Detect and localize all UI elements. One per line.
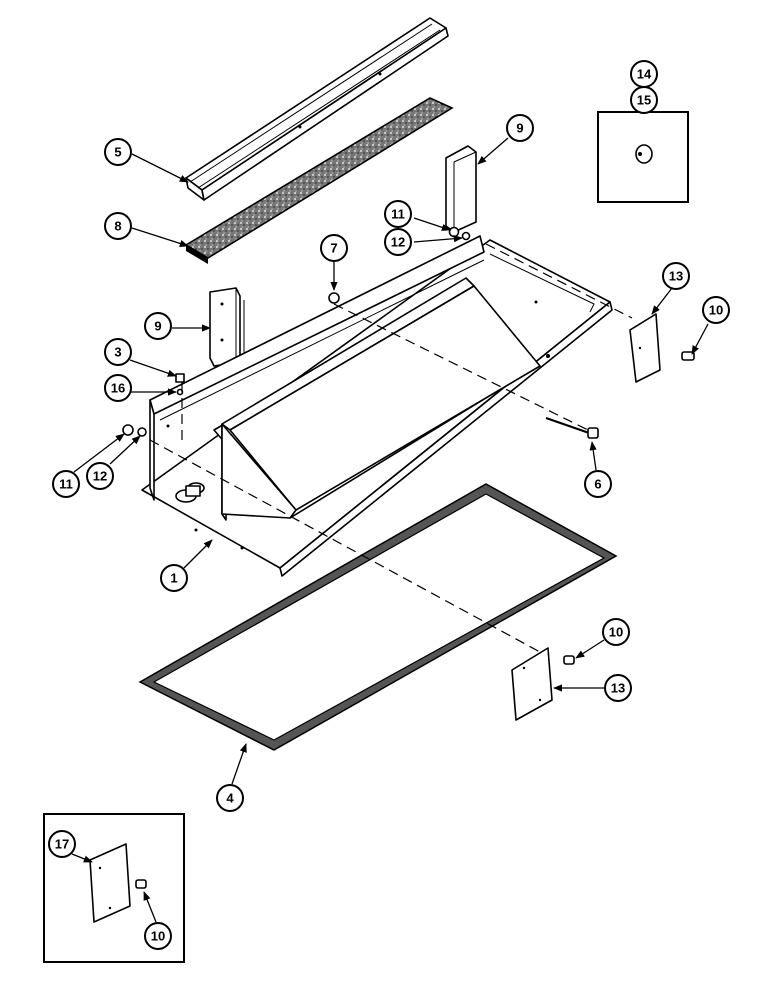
end-plate-upper-part <box>629 313 661 383</box>
svg-text:9: 9 <box>516 121 523 136</box>
svg-text:16: 16 <box>111 381 125 396</box>
callout-6: 6 <box>584 470 612 498</box>
gasket-frame-part <box>138 483 618 751</box>
leader-lines <box>71 137 709 923</box>
end-plate-lower-part <box>511 647 553 721</box>
callout-11-upper: 11 <box>384 200 412 228</box>
svg-text:8: 8 <box>114 219 121 234</box>
callout-8: 8 <box>104 212 132 240</box>
svg-text:10: 10 <box>609 625 623 640</box>
svg-text:12: 12 <box>93 469 107 484</box>
callout-10-inset: 10 <box>144 922 172 950</box>
bracket-right-part <box>445 145 477 233</box>
callout-15: 15 <box>630 86 658 114</box>
callout-7: 7 <box>320 234 348 262</box>
callout-12-upper: 12 <box>384 228 412 256</box>
callout-16: 16 <box>104 374 132 402</box>
svg-text:12: 12 <box>391 235 405 250</box>
svg-text:3: 3 <box>114 345 121 360</box>
svg-text:13: 13 <box>669 269 683 284</box>
svg-text:15: 15 <box>637 93 651 108</box>
callout-10-middle: 10 <box>602 618 630 646</box>
callout-4: 4 <box>216 784 244 812</box>
callout-13-upper: 13 <box>662 262 690 290</box>
callout-17: 17 <box>48 830 76 858</box>
callout-14: 14 <box>630 60 658 88</box>
svg-text:10: 10 <box>709 303 723 318</box>
filter-pad-part <box>184 97 454 264</box>
callout-1: 1 <box>160 564 188 592</box>
svg-text:4: 4 <box>226 791 234 806</box>
callout-5: 5 <box>104 138 132 166</box>
inset-box-14-15 <box>597 106 689 203</box>
svg-text:11: 11 <box>59 477 73 492</box>
bracket-left-part <box>209 287 245 367</box>
svg-text:17: 17 <box>55 837 69 852</box>
main-tray-part <box>141 235 613 577</box>
callout-11-lower: 11 <box>52 470 80 498</box>
svg-text:11: 11 <box>391 207 405 222</box>
svg-text:6: 6 <box>594 477 601 492</box>
svg-text:13: 13 <box>611 681 625 696</box>
svg-text:7: 7 <box>330 241 337 256</box>
callout-12-lower: 12 <box>86 462 114 490</box>
alignment-lines <box>149 243 633 653</box>
callout-3: 3 <box>104 338 132 366</box>
callout-9-lower: 9 <box>144 312 172 340</box>
top-channel-part <box>185 17 449 201</box>
svg-text:9: 9 <box>154 319 161 334</box>
svg-text:14: 14 <box>637 67 652 82</box>
svg-text:10: 10 <box>151 929 165 944</box>
callout-9-upper: 9 <box>506 114 534 142</box>
callout-13-lower: 13 <box>604 674 632 702</box>
svg-text:1: 1 <box>170 571 177 586</box>
hardware-screws <box>122 226 695 665</box>
svg-text:5: 5 <box>114 145 121 160</box>
callout-10-upper: 10 <box>702 296 730 324</box>
